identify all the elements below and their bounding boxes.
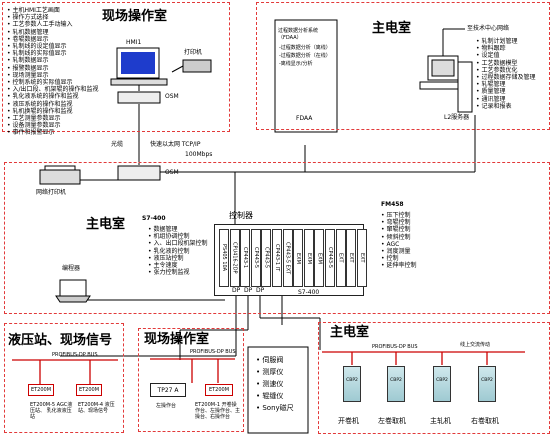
- drive-cabinet-2: CBP2: [387, 366, 405, 402]
- sub-dp-label-1: DP: [232, 287, 241, 294]
- rack-slot: CP443-5: [325, 229, 335, 287]
- osm-switch-mid-icon: [117, 165, 161, 181]
- hydraulic-desc-1: ET200M-5 AGC液压站、 乳化液液压站: [30, 402, 73, 420]
- field-room-title: 现场操作室: [102, 9, 168, 24]
- field-desc-1: 左操作台: [156, 403, 177, 409]
- rack-slot: EXT: [356, 229, 367, 287]
- osm-top-label: OSM: [165, 93, 179, 100]
- drive-name-1: 开卷机: [338, 417, 359, 425]
- hydraulic-title: 液压站、现场信号: [8, 333, 113, 348]
- sub-dp-label-3: DP: [256, 287, 265, 294]
- controller-label: 控制器: [229, 211, 253, 220]
- drive-name-4: 右卷取机: [471, 417, 499, 425]
- programmer-label: 编程器: [62, 265, 81, 272]
- hydraulic-desc-2: ET200M-4 液压站、现场信号: [78, 402, 115, 414]
- hmi-label: HMI1: [126, 39, 142, 46]
- et200m-module-2: ET200M: [76, 384, 102, 396]
- rack-slot: CP443-5 EXT: [282, 229, 293, 287]
- fdaa-title: 过程数据分析系统（FDAA）: [278, 28, 319, 41]
- network-printer-icon: [39, 165, 81, 185]
- main-room-middle-region: [4, 162, 550, 314]
- field-desc-2: ET200M-1 开卷操作台、左操作台、主操台、右操作台: [195, 402, 241, 420]
- tech-center-label: 至技术中心网络: [467, 25, 510, 32]
- tp27-panel: TP27 A: [150, 383, 186, 397]
- drive-name-3: 主轧机: [430, 417, 451, 425]
- s7-title: S7-400: [142, 215, 166, 222]
- s7-function-list: 数据管理 机组协调控制 入、出口段机架控制 乳化液的控制 液压站控制 主令速度 …: [148, 226, 207, 276]
- fdaa-server-icon: [274, 19, 338, 133]
- rack-slot: EXT: [335, 229, 346, 287]
- drive-cabinet-1: CBP2: [343, 366, 361, 402]
- l2-function-list: 轧制计划管理 物料跟踪 设定值 工艺数据模型 工艺参数优化 过程数据存储及管理 …: [476, 38, 535, 110]
- sub-dp-label-2: DP: [244, 287, 253, 294]
- printer-icon: [171, 59, 212, 73]
- fdaa-item-3: -离线显示/分析: [279, 61, 313, 67]
- rack-slot: CP443-5: [261, 229, 272, 287]
- fiber-label: 光缆: [111, 141, 124, 148]
- net-printer-label: 网络打印机: [36, 189, 67, 196]
- rack-slot: CP443-1 IT: [272, 229, 282, 287]
- field-room-top-region: [2, 2, 230, 132]
- rack-slot: EXM: [293, 229, 304, 287]
- drive-bus-label: PROFIBUS-DP BUS: [372, 344, 418, 350]
- l2-server-icon: [419, 55, 473, 113]
- field-room-list: 主机HMI工艺画面 操作方式选择 工艺参数人工手动输入 轧机数据管理 卷辊数据显…: [7, 7, 98, 137]
- rack-slot: EXT: [346, 229, 357, 287]
- main-room-top-region: [256, 2, 550, 130]
- fm458-title: FM458: [381, 201, 404, 208]
- hmi-monitor-icon: [110, 47, 168, 86]
- rack-caption: S7-400: [298, 289, 320, 296]
- sensor-list: 伺服阀 测厚仪 测速仪 辊缝仪 Sony磁尺: [256, 354, 293, 414]
- fm458-function-list: 压下控制 弯辊控制 窜辊控制 倾斜控制 AGC 润度测量 控制 延伸率控制: [381, 212, 416, 270]
- drive-cabinet-3: CBP2: [433, 366, 451, 402]
- printer-label: 打印机: [184, 49, 203, 56]
- rack-slot: EXM: [314, 229, 325, 287]
- speed-label: 100Mbps: [185, 151, 213, 158]
- rack-slot: CPU416-2DP: [229, 229, 240, 287]
- et200m-module-field: ET200M: [205, 384, 233, 396]
- rack-slot: CP443-5: [250, 229, 261, 287]
- rack-slot: PS405 10A: [219, 229, 229, 287]
- et200m-module-1: ET200M: [28, 384, 54, 396]
- drive-room-region: [318, 322, 550, 434]
- main-room-middle-title: 主电室: [86, 217, 126, 232]
- hydraulic-bus-label: PROFIBUS-DP BUS: [52, 352, 98, 358]
- l2-server-label: L2服务器: [444, 114, 470, 121]
- rack-slot: EXM: [303, 229, 314, 287]
- drive-bus-note: 线上交流传动: [460, 342, 491, 348]
- field-op-bottom-region: [138, 328, 244, 432]
- drive-cabinet-4: CBP2: [478, 366, 496, 402]
- drive-name-2: 左卷取机: [378, 417, 406, 425]
- fdaa-item-1: -过程数据分析（离线）: [279, 45, 331, 51]
- osm-switch-icon: [117, 91, 161, 104]
- fdaa-item-2: -过程数据分析（在线）: [279, 53, 331, 59]
- programmer-laptop-icon: [55, 279, 91, 303]
- field-bus-label: PROFIBUS-DP BUS: [190, 349, 236, 355]
- hydraulic-region: [4, 323, 124, 433]
- drive-room-title: 主电室: [330, 325, 370, 340]
- field-op-bottom-title: 现场操作室: [144, 332, 210, 347]
- osm-mid-label: OSM: [165, 169, 179, 176]
- fdaa-label: FDAA: [296, 115, 313, 122]
- main-room-top-title: 主电室: [372, 21, 412, 36]
- ethernet-label: 快速以太网 TCP/IP: [150, 141, 201, 148]
- rack-slot: CP443-1: [240, 229, 251, 287]
